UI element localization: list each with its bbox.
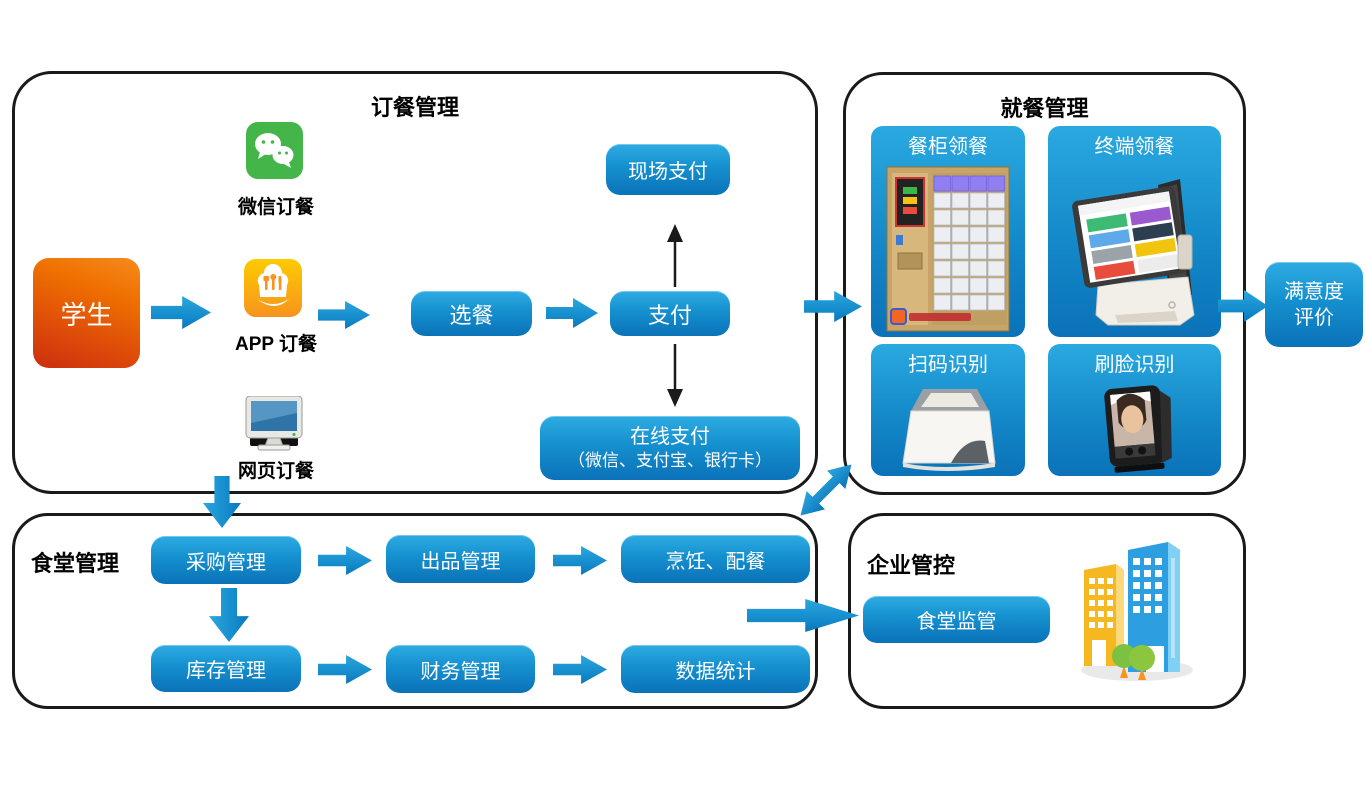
pay-node: 支付 xyxy=(610,291,730,336)
enterprise-panel: 企业管控 食堂监管 xyxy=(848,513,1246,709)
satisfaction-line1: 满意度 xyxy=(1284,280,1344,303)
scan-code-label: 扫码识别 xyxy=(908,354,988,376)
arrow-select-to-pay xyxy=(546,298,598,328)
enterprise-panel-title: 企业管控 xyxy=(867,553,956,578)
ordering-panel: 订餐管理 学生 微信订餐 xyxy=(12,71,818,494)
scan-code-tile: 扫码识别 xyxy=(871,344,1025,476)
arrow-app-to-select xyxy=(318,301,370,329)
face-recognition-label: 刷脸识别 xyxy=(1094,354,1175,376)
onsite-pay-node: 现场支付 xyxy=(606,144,730,195)
arrow-finance-to-statistics xyxy=(553,655,607,684)
inventory-node: 库存管理 xyxy=(151,645,301,692)
terminal-pickup-label: 终端领餐 xyxy=(1094,136,1175,158)
satisfaction-node: 满意度 评价 xyxy=(1265,262,1363,347)
arrow-inventory-to-finance xyxy=(318,655,372,684)
face-recognition-tile: 刷脸识别 xyxy=(1048,344,1221,476)
dining-panel-title: 就餐管理 xyxy=(1000,96,1089,121)
arrow-student-to-app xyxy=(151,296,211,329)
app-label: APP 订餐 xyxy=(234,334,317,355)
arrow-pay-to-onsite xyxy=(660,224,690,287)
wechat-icon xyxy=(246,122,303,179)
arrow-pay-to-online xyxy=(660,344,690,407)
select-meal-node: 选餐 xyxy=(411,291,532,336)
online-pay-line2: （微信、支付宝、银行卡） xyxy=(568,450,772,470)
arrow-purchase-to-inventory xyxy=(209,588,249,642)
wechat-label: 微信订餐 xyxy=(237,197,314,218)
cabinet-pickup-label: 餐柜领餐 xyxy=(908,136,988,158)
arrow-production-to-cooking xyxy=(553,546,607,575)
finance-node: 财务管理 xyxy=(386,645,535,693)
purchase-node: 采购管理 xyxy=(151,536,301,584)
qr-scanner-image xyxy=(871,378,1025,476)
statistics-node: 数据统计 xyxy=(621,645,810,693)
meal-cabinet-image xyxy=(871,160,1025,337)
buildings-icon xyxy=(1076,528,1198,686)
online-pay-line1: 在线支付 xyxy=(630,425,710,448)
web-label: 网页订餐 xyxy=(237,461,314,482)
computer-icon xyxy=(242,396,306,451)
supervision-node: 食堂监管 xyxy=(863,596,1050,643)
satisfaction-line2: 评价 xyxy=(1294,306,1334,329)
pos-terminal-image xyxy=(1048,160,1221,337)
cabinet-pickup-tile: 餐柜领餐 xyxy=(871,126,1025,337)
dining-panel: 就餐管理 餐柜领餐 xyxy=(843,72,1246,495)
face-recognition-image xyxy=(1048,378,1221,476)
app-ordering-icon xyxy=(244,259,302,317)
canteen-panel-title: 食堂管理 xyxy=(31,551,120,576)
canteen-panel: 食堂管理 采购管理 出品管理 烹饪、配餐 库存管理 财务管理 数据统计 xyxy=(12,513,818,709)
ordering-panel-title: 订餐管理 xyxy=(370,95,459,120)
student-node: 学生 xyxy=(33,258,140,368)
terminal-pickup-tile: 终端领餐 xyxy=(1048,126,1221,337)
production-node: 出品管理 xyxy=(386,535,535,583)
arrow-purchase-to-production xyxy=(318,546,372,575)
cooking-node: 烹饪、配餐 xyxy=(621,535,810,583)
online-pay-node: 在线支付 （微信、支付宝、银行卡） xyxy=(540,416,800,480)
